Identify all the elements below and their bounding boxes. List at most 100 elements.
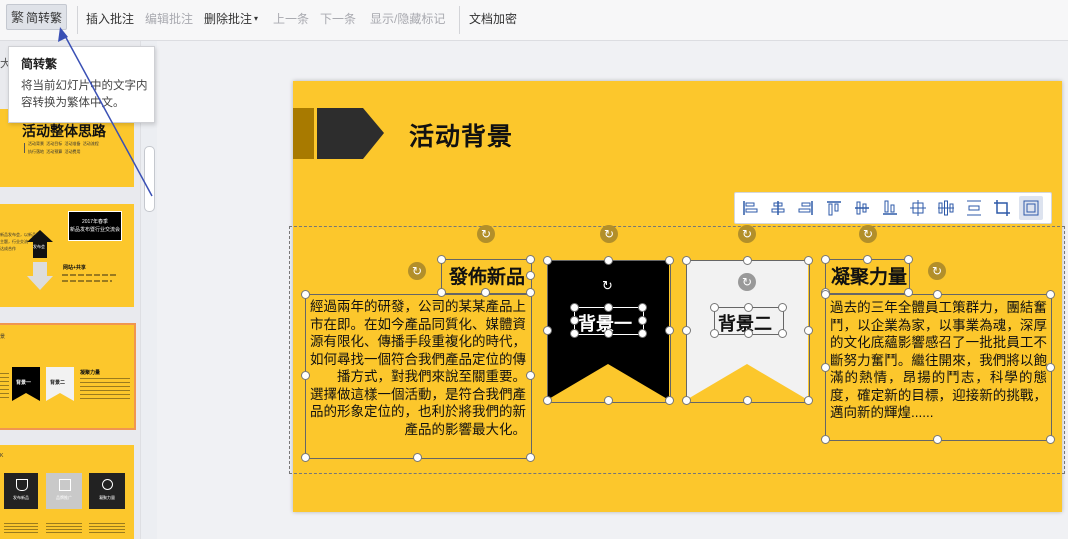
resize-handle[interactable] [526, 288, 535, 297]
thumb-icon-label: 发布会 [33, 244, 45, 249]
next-comment-button[interactable]: 下一条 [320, 12, 357, 26]
resize-handle[interactable] [904, 288, 913, 297]
thumbnail-scrollbar[interactable] [140, 41, 157, 539]
resize-handle[interactable] [570, 303, 579, 312]
resize-handle[interactable] [682, 396, 691, 405]
resize-handle[interactable] [1046, 435, 1055, 444]
rotate-handle-icon[interactable]: ↻ [738, 273, 756, 291]
resize-handle[interactable] [543, 396, 552, 405]
resize-handle[interactable] [743, 396, 752, 405]
align-middle-icon[interactable] [853, 199, 871, 217]
resize-handle[interactable] [821, 255, 830, 264]
align-center-icon[interactable] [769, 199, 787, 217]
rotate-handle-icon[interactable]: ↻ [408, 262, 426, 280]
resize-handle[interactable] [665, 326, 674, 335]
resize-handle[interactable] [413, 453, 422, 462]
resize-handle[interactable] [638, 316, 647, 325]
resize-handle[interactable] [526, 453, 535, 462]
distribute-horizontal-icon[interactable] [909, 199, 927, 217]
rotate-handle-icon[interactable]: ↻ [602, 278, 613, 293]
resize-handle[interactable] [301, 371, 310, 380]
resize-handle[interactable] [526, 271, 535, 280]
align-right-icon[interactable] [797, 199, 815, 217]
resize-handle[interactable] [744, 329, 753, 338]
slide-thumbnail-2[interactable]: 2017年春季 新品发布暨行业交流会 新品发布会，以新品为 主题，行业交流 达成… [0, 204, 134, 307]
resize-handle[interactable] [804, 396, 813, 405]
resize-handle[interactable] [778, 303, 787, 312]
resize-handle[interactable] [804, 326, 813, 335]
thumb-side-line: 新品发布会，以新品为 [0, 232, 40, 237]
resize-handle[interactable] [604, 303, 613, 312]
rotate-handle-icon[interactable]: ↻ [477, 225, 495, 243]
scrollbar-thumb[interactable] [144, 146, 155, 212]
left-heading[interactable]: 發佈新品 [449, 267, 526, 288]
resize-handle[interactable] [933, 435, 942, 444]
resize-handle[interactable] [437, 255, 446, 264]
resize-handle[interactable] [933, 290, 942, 299]
align-bottom-icon[interactable] [881, 199, 899, 217]
left-paragraph[interactable]: 經過兩年的研發，公司的某某產品上市在即。在如今產品同質化、媒體資源有限化、傳播手… [309, 298, 526, 438]
right-paragraph[interactable]: 過去的三年全體員工策群力，團結奮鬥，以企業為家，以事業為魂，深厚的文化底蘊影響感… [830, 300, 1047, 420]
resize-handle[interactable] [710, 329, 719, 338]
resize-handle[interactable] [604, 396, 613, 405]
right-heading[interactable]: 凝聚力量 [831, 267, 908, 288]
rotate-handle-icon[interactable]: ↻ [600, 225, 618, 243]
group-icon[interactable] [1022, 199, 1040, 217]
resize-handle[interactable] [778, 329, 787, 338]
slide-thumbnail-3-selected[interactable]: 景 背景一 背景二 凝聚力量 [0, 323, 136, 430]
resize-handle[interactable] [1046, 290, 1055, 299]
resize-handle[interactable] [481, 288, 490, 297]
banner1-label[interactable]: 背景一 [578, 314, 632, 334]
edit-comment-button[interactable]: 编辑批注 [145, 12, 194, 26]
group-button[interactable] [1019, 196, 1043, 220]
resize-handle[interactable] [821, 435, 830, 444]
resize-handle[interactable] [682, 256, 691, 265]
align-left-icon[interactable] [741, 199, 759, 217]
resize-handle[interactable] [301, 290, 310, 299]
document-encrypt-button[interactable]: 文档加密 [469, 12, 518, 26]
resize-handle[interactable] [526, 371, 535, 380]
group-selection-frame[interactable] [289, 226, 1065, 474]
resize-handle[interactable] [1046, 363, 1055, 372]
slide-thumbnail-4[interactable]: K 发布新品 品牌推广 凝聚力量 [0, 445, 134, 539]
resize-handle[interactable] [863, 255, 872, 264]
crop-icon[interactable] [993, 199, 1011, 217]
slide-canvas[interactable]: 活动背景 發佈新品 ↻ ↻ 經過兩年的研發，公司的某某產品上市在即。在如今產品同… [289, 81, 1065, 512]
align-top-icon[interactable] [825, 199, 843, 217]
resize-handle[interactable] [604, 329, 613, 338]
rotate-handle-icon[interactable]: ↻ [859, 225, 877, 243]
resize-handle[interactable] [543, 256, 552, 265]
resize-handle[interactable] [804, 256, 813, 265]
toggle-markup-button[interactable]: 显示/隐藏标记 [370, 12, 446, 26]
thumb-item: 活动费用 [64, 149, 81, 154]
resize-handle[interactable] [904, 255, 913, 264]
resize-handle[interactable] [570, 316, 579, 325]
resize-handle[interactable] [665, 396, 674, 405]
resize-handle[interactable] [638, 303, 647, 312]
resize-handle[interactable] [710, 303, 719, 312]
resize-handle[interactable] [543, 326, 552, 335]
banner2-label[interactable]: 背景二 [718, 314, 772, 334]
previous-comment-button[interactable]: 上一条 [273, 12, 310, 26]
resize-handle[interactable] [526, 255, 535, 264]
insert-comment-button[interactable]: 插入批注 [86, 12, 135, 26]
slide-title[interactable]: 活动背景 [409, 123, 514, 151]
delete-comment-button[interactable]: 删除批注▾ [204, 10, 258, 27]
slide-thumbnail-panel: 大 活动整体思路 活动背景 活动目标 活动准备 活动流程 执行落地 活动预算 活… [0, 41, 156, 539]
distribute-h-space-icon[interactable] [937, 199, 955, 217]
distribute-vertical-icon[interactable] [965, 199, 983, 217]
resize-handle[interactable] [665, 256, 674, 265]
rotate-handle-icon[interactable]: ↻ [738, 225, 756, 243]
simplified-to-traditional-button[interactable]: 繁简转繁 [6, 4, 68, 30]
resize-handle[interactable] [821, 363, 830, 372]
resize-handle[interactable] [638, 329, 647, 338]
resize-handle[interactable] [744, 303, 753, 312]
resize-handle[interactable] [570, 329, 579, 338]
resize-handle[interactable] [743, 256, 752, 265]
resize-handle[interactable] [604, 256, 613, 265]
resize-handle[interactable] [821, 290, 830, 299]
resize-handle[interactable] [301, 453, 310, 462]
resize-handle[interactable] [437, 288, 446, 297]
rotate-handle-icon[interactable]: ↻ [928, 262, 946, 280]
resize-handle[interactable] [682, 326, 691, 335]
